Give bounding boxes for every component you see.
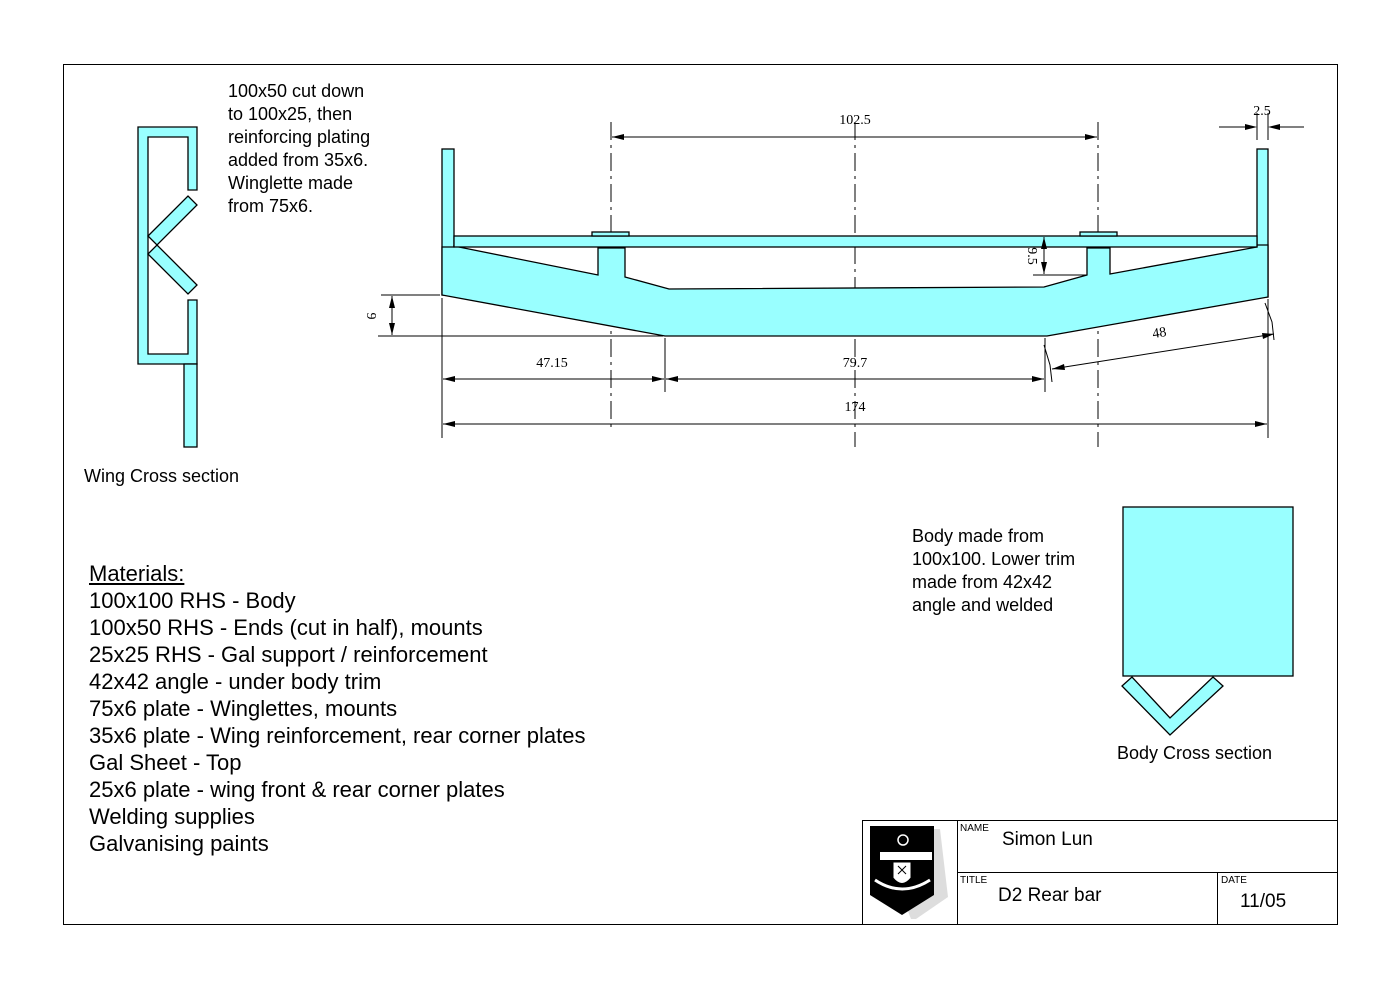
rear-bar-elevation <box>441 122 1269 447</box>
materials-item: 100x50 RHS - Ends (cut in half), mounts <box>89 615 483 640</box>
materials-list: Materials: 100x100 RHS - Body 100x50 RHS… <box>89 560 585 857</box>
body-cross-section <box>1121 506 1294 736</box>
dimension-values: 102.5 2.5 9.5 9 47.15 79.7 48 174 <box>363 104 1271 415</box>
dim-overall: 174 <box>845 400 866 415</box>
name-value: Simon Lun <box>1002 829 1093 850</box>
dim-right-taper: 48 <box>1151 325 1167 342</box>
wing-cross-section <box>137 126 198 448</box>
materials-item: 35x6 plate - Wing reinforcement, rear co… <box>89 723 586 748</box>
date-label: DATE <box>1221 875 1247 886</box>
name-label: NAME <box>960 823 989 834</box>
body-caption: Body Cross section <box>1117 743 1273 763</box>
materials-item: 100x100 RHS - Body <box>89 588 296 613</box>
materials-heading: Materials: <box>89 561 185 586</box>
materials-item: 42x42 angle - under body trim <box>89 669 382 694</box>
body-note: Body made from 100x100. Lower trim made … <box>912 526 1076 615</box>
wing-caption: Wing Cross section <box>84 466 240 486</box>
dim-end-thickness: 2.5 <box>1253 104 1271 119</box>
wing-note: 100x50 cut down to 100x25, then reinforc… <box>228 81 371 216</box>
materials-item: Gal Sheet - Top <box>89 750 242 775</box>
title-value: D2 Rear bar <box>998 885 1102 906</box>
materials-item: 75x6 plate - Winglettes, mounts <box>89 696 398 721</box>
sheet-border <box>63 64 1338 925</box>
materials-item: 25x25 RHS - Gal support / reinforcement <box>89 642 488 667</box>
dim-lower-step: 9 <box>363 313 378 320</box>
title-label: TITLE <box>960 875 988 886</box>
dim-center-flat: 79.7 <box>843 356 868 371</box>
dim-top-span: 102.5 <box>839 113 871 128</box>
dim-mount-height: 9.5 <box>1024 247 1039 265</box>
materials-item: 25x6 plate - wing front & rear corner pl… <box>89 777 505 802</box>
dim-left-taper: 47.15 <box>536 356 568 371</box>
dimension-arrowheads <box>389 124 1280 427</box>
title-block <box>862 820 1338 925</box>
school-crest-logo <box>870 826 948 919</box>
materials-item: Galvanising paints <box>89 831 269 856</box>
materials-item: Welding supplies <box>89 804 255 829</box>
date-value: 11/05 <box>1240 891 1287 912</box>
